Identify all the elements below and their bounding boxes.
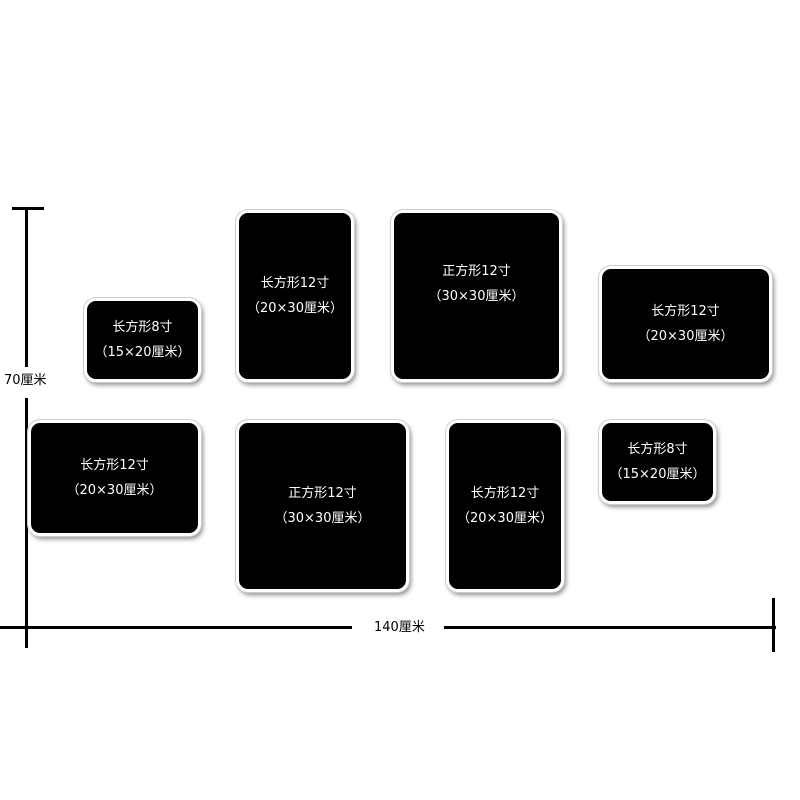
photo-frame-12inch-rect-landscape: 长方形12寸 （20×30厘米）	[28, 420, 201, 536]
frame-shape-label: 长方形12寸	[260, 275, 330, 291]
width-axis-label: 140厘米	[374, 620, 425, 636]
width-axis-line-right	[444, 626, 776, 629]
height-axis-label: 70厘米	[4, 373, 47, 389]
frame-shape-label: 长方形8寸	[112, 319, 173, 335]
frame-dimension-label: （20×30厘米）	[637, 328, 734, 344]
width-axis-right-cap	[772, 598, 775, 652]
frame-dimension-label: （30×30厘米）	[274, 510, 371, 526]
frame-shape-label: 正方形12寸	[442, 264, 511, 279]
frame-dimension-label: （30×30厘米）	[428, 289, 525, 304]
frame-dimension-label: （20×30厘米）	[66, 482, 163, 498]
frame-dimension-label: （15×20厘米）	[609, 466, 706, 482]
photo-frame-12inch-rect-portrait: 长方形12寸 （20×30厘米）	[236, 210, 354, 382]
height-axis-top-cap	[12, 207, 44, 210]
frame-shape-label: 长方形8寸	[627, 441, 688, 457]
frame-shape-label: 长方形12寸	[470, 485, 540, 501]
photo-frame-12inch-rect-landscape: 长方形12寸 （20×30厘米）	[599, 266, 772, 382]
frame-dimension-label: （20×30厘米）	[457, 510, 553, 526]
frame-dimension-label: （20×30厘米）	[247, 300, 343, 316]
frame-dimension-label: （15×20厘米）	[94, 344, 191, 360]
height-axis-line-lower	[25, 398, 28, 648]
frame-shape-label: 长方形12寸	[651, 303, 720, 319]
photo-frame-12inch-rect-portrait: 长方形12寸 （20×30厘米）	[446, 420, 564, 592]
photo-frame-12inch-square: 正方形12寸 （30×30厘米）	[391, 210, 562, 382]
frame-shape-label: 正方形12寸	[288, 485, 357, 501]
photo-frame-8inch-rect: 长方形8寸 （15×20厘米）	[84, 298, 201, 382]
photo-frame-12inch-square: 正方形12寸 （30×30厘米）	[236, 420, 409, 592]
photo-frame-8inch-rect: 长方形8寸 （15×20厘米）	[599, 420, 716, 504]
frame-shape-label: 长方形12寸	[80, 457, 149, 473]
width-axis-line-left	[0, 626, 352, 629]
height-axis-line-upper	[25, 207, 28, 367]
